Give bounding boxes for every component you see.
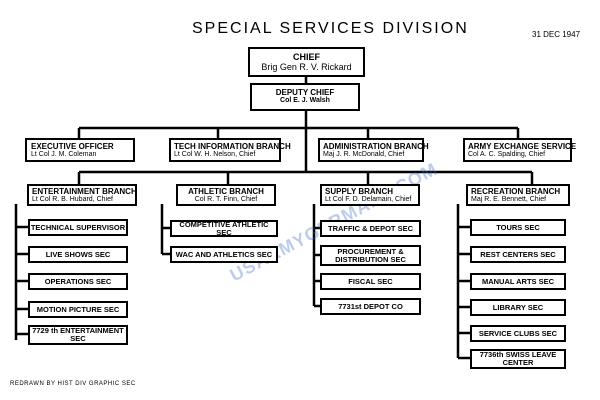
chief-box: CHIEF Brig Gen R. V. Rickard [248, 47, 365, 77]
entertainment-branch-name: Lt Col R. B. Hubard, Chief [32, 196, 113, 203]
chart-title: SPECIAL SERVICES DIVISION [192, 20, 469, 37]
unit-operations-sec: OPERATIONS SEC [28, 273, 128, 290]
supply-branch-name: Lt Col F. D. Delamain, Chief [325, 196, 412, 203]
administration-name: Maj J. R. McDonald, Chief [323, 151, 405, 158]
tech-information-branch-box: TECH INFORMATION BRANCH Lt Col W. H. Nel… [169, 138, 291, 162]
recreation-branch-title: RECREATION BRANCH [471, 187, 561, 196]
deputy-name: Col E. J. Walsh [280, 97, 330, 104]
deputy-title: DEPUTY CHIEF [275, 88, 335, 97]
unit-7731st-depot-co: 7731st DEPOT CO [320, 298, 421, 315]
supply-branch-box: SUPPLY BRANCH Lt Col F. D. Delamain, Chi… [320, 184, 420, 206]
unit-procurement-distribution-sec: PROCUREMENT & DISTRIBUTION SEC [320, 245, 421, 266]
unit-7729th-entertainment-sec: 7729 th ENTERTAINMENT SEC [28, 325, 128, 345]
chief-name: Brig Gen R. V. Rickard [261, 62, 352, 72]
chief-title: CHIEF [293, 52, 320, 62]
unit-competitive-athletic-sec: COMPETITIVE ATHLETIC SEC [170, 220, 278, 237]
unit-live-shows-sec: LIVE SHOWS SEC [28, 246, 128, 263]
unit-wac-and-athletics-sec: WAC AND ATHLETICS SEC [170, 246, 278, 263]
unit-manual-arts-sec: MANUAL ARTS SEC [470, 273, 566, 290]
athletic-branch-name: Col R. T. Finn, Chief [194, 196, 258, 203]
unit-motion-picture-sec: MOTION PICTURE SEC [28, 301, 128, 318]
unit-technical-supervisor: TECHNICAL SUPERVISOR [28, 219, 128, 236]
administration-title: ADMINISTRATION BRANCH [323, 142, 429, 151]
athletic-branch-title: ATHLETIC BRANCH [188, 187, 264, 196]
unit-traffic-depot-sec: TRAFFIC & DEPOT SEC [320, 220, 421, 237]
unit-tours-sec: TOURS SEC [470, 219, 566, 236]
executive-officer-title: EXECUTIVE OFFICER [31, 142, 114, 151]
athletic-branch-box: ATHLETIC BRANCH Col R. T. Finn, Chief [176, 184, 276, 206]
unit-7736th-swiss-leave-center: 7736th SWISS LEAVE CENTER [470, 349, 566, 369]
army-exchange-name: Col A. C. Spalding, Chief [468, 151, 546, 158]
executive-officer-name: Lt Col J. M. Coleman [31, 151, 97, 158]
footer-credit: REDRAWN BY HIST DIV GRAPHIC SEC [10, 381, 136, 387]
administration-branch-box: ADMINISTRATION BRANCH Maj J. R. McDonald… [318, 138, 429, 162]
army-exchange-service-box: ARMY EXCHANGE SERVICE Col A. C. Spalding… [463, 138, 577, 162]
recreation-branch-name: Maj R. E. Bennett, Chief [471, 196, 547, 203]
unit-rest-centers-sec: REST CENTERS SEC [470, 246, 566, 263]
deputy-chief-box: DEPUTY CHIEF Col E. J. Walsh [250, 83, 360, 111]
tech-information-name: Lt Col W. H. Nelson, Chief [174, 151, 256, 158]
unit-service-clubs-sec: SERVICE CLUBS SEC [470, 325, 566, 342]
unit-library-sec: LIBRARY SEC [470, 299, 566, 316]
recreation-branch-box: RECREATION BRANCH Maj R. E. Bennett, Chi… [466, 184, 570, 206]
entertainment-branch-box: ENTERTAINMENT BRANCH Lt Col R. B. Hubard… [27, 184, 137, 206]
army-exchange-title: ARMY EXCHANGE SERVICE [468, 142, 577, 151]
tech-information-title: TECH INFORMATION BRANCH [174, 142, 291, 151]
entertainment-branch-title: ENTERTAINMENT BRANCH [32, 187, 137, 196]
executive-officer-box: EXECUTIVE OFFICER Lt Col J. M. Coleman [25, 138, 135, 162]
chart-date: 31 DEC 1947 [532, 30, 581, 39]
unit-fiscal-sec: FISCAL SEC [320, 273, 421, 290]
supply-branch-title: SUPPLY BRANCH [325, 187, 394, 196]
